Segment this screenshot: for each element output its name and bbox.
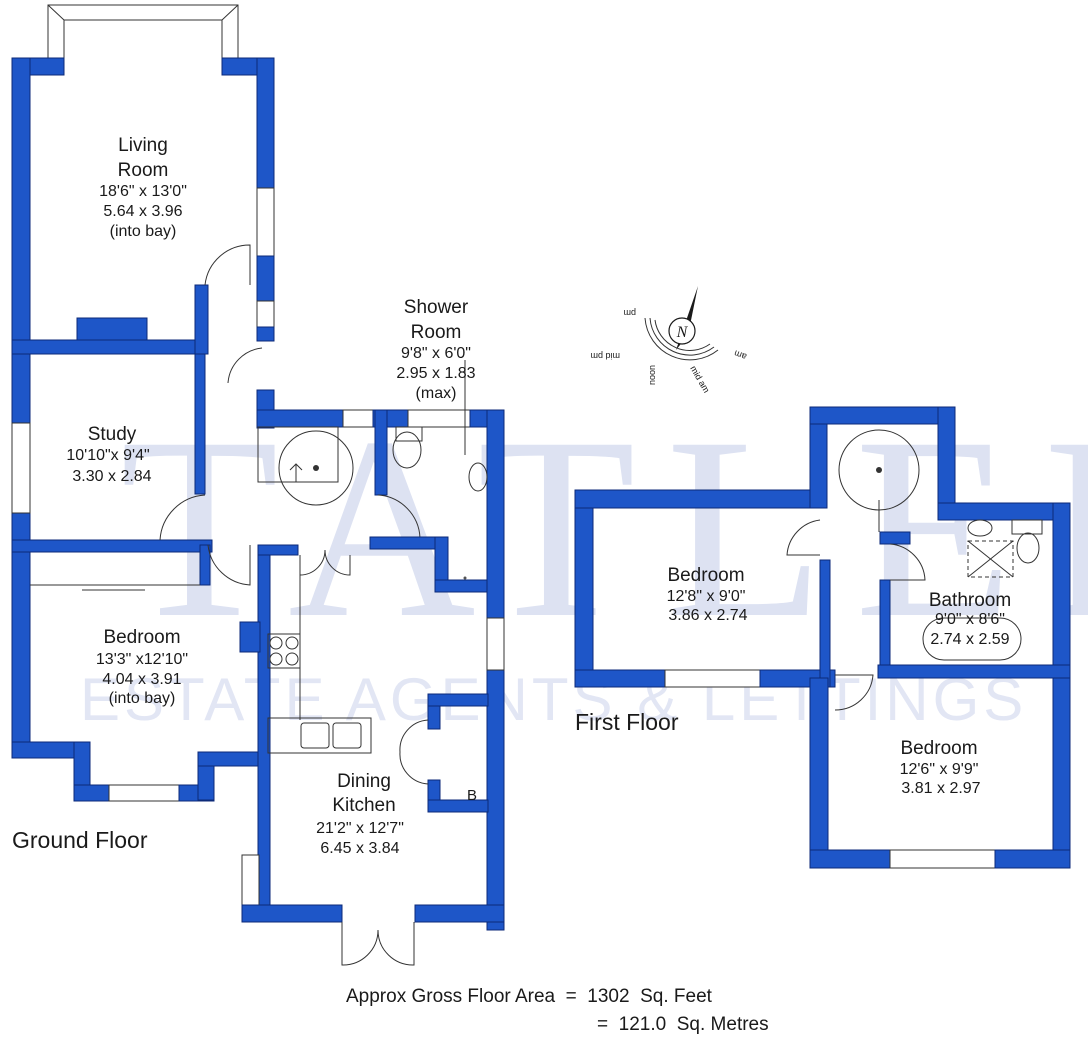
svg-text:Dining: Dining	[337, 771, 391, 792]
window	[256, 300, 275, 328]
svg-text:13'3" x12'10": 13'3" x12'10"	[96, 651, 188, 668]
room-living: Living Room 18'6" x 13'0" 5.64 x 3.96 (i…	[99, 135, 187, 240]
window	[407, 409, 471, 428]
room-bathroom: Bathroom 9'0" x 8'6" 2.74 x 2.59	[929, 590, 1011, 648]
shower-tray-icon	[967, 540, 1014, 578]
watermark-tagline: ESTATE AGENTS & LETTINGS	[80, 666, 1027, 733]
svg-text:3.86 x 2.74: 3.86 x 2.74	[668, 607, 747, 624]
window	[256, 187, 275, 257]
window	[486, 617, 505, 671]
first-floor-plan	[574, 406, 1071, 869]
bath-icon	[922, 617, 1022, 661]
watermark-brand: TATLER	[120, 384, 1088, 672]
svg-text:noon: noon	[647, 365, 657, 385]
svg-text:(into bay): (into bay)	[109, 690, 176, 707]
svg-text:Study: Study	[88, 424, 137, 445]
french-doors	[341, 922, 415, 966]
svg-text:3.81 x 2.97: 3.81 x 2.97	[901, 780, 980, 797]
ground-floor-label: Ground Floor	[12, 827, 148, 853]
svg-text:Shower: Shower	[404, 297, 469, 318]
room-dining-kitchen: Dining Kitchen 21'2" x 12'7" 6.45 x 3.84	[316, 771, 404, 857]
svg-text:9'8" x 6'0": 9'8" x 6'0"	[401, 345, 471, 362]
spiral-staircase	[278, 430, 354, 506]
svg-text:Living: Living	[118, 135, 168, 156]
svg-text:Bedroom: Bedroom	[667, 565, 744, 586]
svg-text:12'6" x 9'9": 12'6" x 9'9"	[900, 761, 979, 778]
svg-text:18'6" x 13'0": 18'6" x 13'0"	[99, 183, 187, 200]
room-bedroom-ground: Bedroom 13'3" x12'10" 4.04 x 3.91 (into …	[96, 627, 188, 707]
boiler-label: B	[467, 787, 477, 804]
svg-text:2.95 x 1.83: 2.95 x 1.83	[396, 365, 475, 382]
svg-text:Bedroom: Bedroom	[900, 738, 977, 759]
compass: N pm mid pm noon mid am am	[590, 286, 748, 395]
compass-circle	[668, 317, 696, 345]
svg-text:mid pm: mid pm	[590, 351, 620, 361]
svg-text:pm: pm	[623, 308, 636, 318]
watermark: TATLER ESTATE AGENTS & LETTINGS	[80, 384, 1088, 733]
svg-text:(into bay): (into bay)	[110, 223, 177, 240]
area-metric: = 121.0 Sq. Metres	[597, 1014, 769, 1035]
basin-icon	[468, 462, 488, 492]
area-imperial: Approx Gross Floor Area = 1302 Sq. Feet	[346, 986, 713, 1007]
stair-arrow-icon	[289, 463, 303, 482]
svg-text:6.45 x 3.84: 6.45 x 3.84	[320, 840, 399, 857]
basin-icon	[967, 519, 993, 537]
room-shower: Shower Room 9'8" x 6'0" 2.95 x 1.83 (max…	[396, 297, 475, 402]
svg-text:Room: Room	[411, 322, 462, 343]
room-bedroom-first-2: Bedroom 12'6" x 9'9" 3.81 x 2.97	[900, 738, 981, 797]
bay-window	[47, 4, 239, 61]
svg-text:9'0" x 8'6": 9'0" x 8'6"	[935, 611, 1005, 628]
svg-text:Bathroom: Bathroom	[929, 590, 1011, 611]
toilet-icon	[392, 431, 422, 469]
toilet-icon	[1016, 532, 1040, 564]
svg-text:5.64 x 3.96: 5.64 x 3.96	[103, 203, 182, 220]
svg-text:(max): (max)	[416, 385, 457, 402]
window	[241, 854, 260, 906]
svg-text:4.04 x 3.91: 4.04 x 3.91	[102, 671, 181, 688]
window	[108, 784, 180, 802]
svg-text:am: am	[733, 348, 748, 362]
svg-text:3.30 x 2.84: 3.30 x 2.84	[72, 468, 151, 485]
svg-text:12'8" x 9'0": 12'8" x 9'0"	[667, 588, 746, 605]
room-study: Study 10'10"x 9'4" 3.30 x 2.84	[66, 424, 151, 485]
first-floor-label: First Floor	[575, 709, 679, 735]
window	[11, 422, 31, 514]
window	[664, 669, 761, 688]
room-bedroom-first-1: Bedroom 12'8" x 9'0" 3.86 x 2.74	[667, 565, 748, 624]
svg-text:Bedroom: Bedroom	[103, 627, 180, 648]
svg-text:N: N	[676, 324, 689, 341]
svg-text:10'10"x 9'4": 10'10"x 9'4"	[66, 447, 149, 464]
ground-floor-plan: B	[11, 4, 505, 966]
hob-icon	[269, 636, 283, 650]
sink-icon	[300, 722, 330, 749]
svg-text:21'2" x 12'7": 21'2" x 12'7"	[316, 820, 404, 837]
svg-text:2.74 x 2.59: 2.74 x 2.59	[930, 631, 1009, 648]
svg-text:Kitchen: Kitchen	[332, 795, 395, 816]
window	[342, 409, 374, 428]
window	[889, 849, 996, 869]
svg-text:Room: Room	[118, 160, 169, 181]
